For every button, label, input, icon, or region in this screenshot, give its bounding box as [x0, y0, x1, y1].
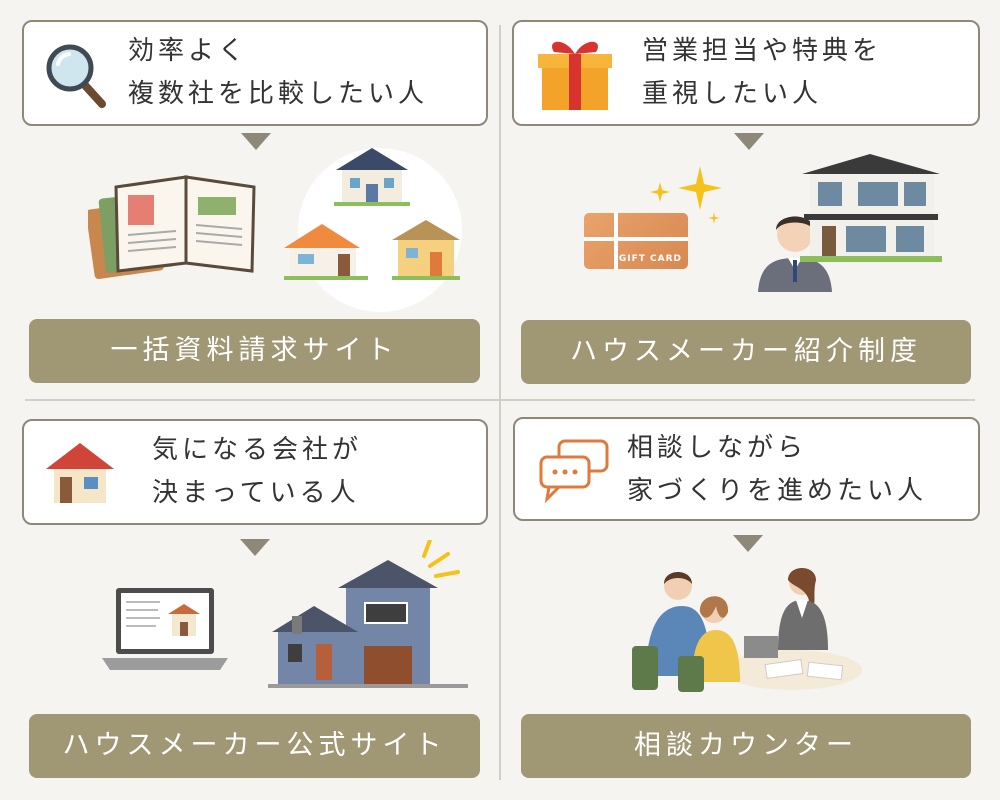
- panel-4-bubble-line-1: 相談しながら: [627, 433, 808, 463]
- panel-4-arrow: [733, 535, 763, 552]
- panel-1-arrow: [241, 133, 271, 150]
- panel-3-bubble: 気になる会社が 決まっている人: [22, 419, 488, 525]
- panel-4-bubble-line-2: 家づくりを進めたい人: [627, 476, 928, 506]
- vertical-divider: [499, 25, 501, 780]
- panel-3-bubble-line-2: 決まっている人: [152, 478, 360, 508]
- chat-bubbles-icon: [539, 439, 609, 503]
- panel-1-banner: 一括資料請求サイト: [29, 319, 480, 383]
- gift-card-ribbon-v: [614, 213, 618, 269]
- gift-box-icon: [538, 41, 612, 110]
- houses-illustration: [284, 148, 462, 312]
- blue-house-illustration: [268, 540, 468, 688]
- consultation-meeting-illustration: [632, 568, 862, 692]
- horizontal-divider: [25, 399, 975, 401]
- panel-1-bubble-text: 効率よく 複数社を比較したい人: [128, 30, 428, 116]
- catalog-books-illustration: [88, 175, 256, 280]
- panel-2-arrow: [734, 133, 764, 150]
- panel-4-banner: 相談カウンター: [521, 714, 971, 778]
- panel-1-bubble-line-2: 複数社を比較したい人: [128, 79, 429, 109]
- panel-3-arrow: [240, 539, 270, 556]
- panel-1-bubble-line-1: 効率よく: [128, 36, 249, 66]
- laptop-illustration: [102, 588, 228, 670]
- magnifier-icon: [46, 44, 106, 108]
- house-icon: [46, 443, 114, 503]
- panel-4-bubble-text: 相談しながら 家づくりを進めたい人: [627, 427, 927, 513]
- panel-3-bubble-text: 気になる会社が 決まっている人: [152, 429, 362, 515]
- panel-2-bubble: 営業担当や特典を 重視したい人: [512, 20, 980, 126]
- panel-4-bubble: 相談しながら 家づくりを進めたい人: [513, 417, 980, 521]
- panel-2-bubble-line-2: 重視したい人: [642, 79, 823, 109]
- panel-2-banner: ハウスメーカー紹介制度: [521, 320, 971, 384]
- panel-3-banner: ハウスメーカー公式サイト: [29, 714, 480, 778]
- sparkle-icon: [650, 166, 722, 224]
- panel-3-bubble-line-1: 気になる会社が: [152, 435, 363, 465]
- panel-1-bubble: 効率よく 複数社を比較したい人: [22, 20, 488, 126]
- gift-card-illustration: GIFT CARD: [584, 213, 688, 269]
- panel-2-bubble-line-1: 営業担当や特典を: [642, 36, 883, 66]
- gift-card-label: GIFT CARD: [618, 254, 682, 264]
- panel-2-bubble-text: 営業担当や特典を 重視したい人: [642, 30, 882, 116]
- gift-card-ribbon: [584, 237, 688, 241]
- modern-house-illustration: [800, 154, 942, 262]
